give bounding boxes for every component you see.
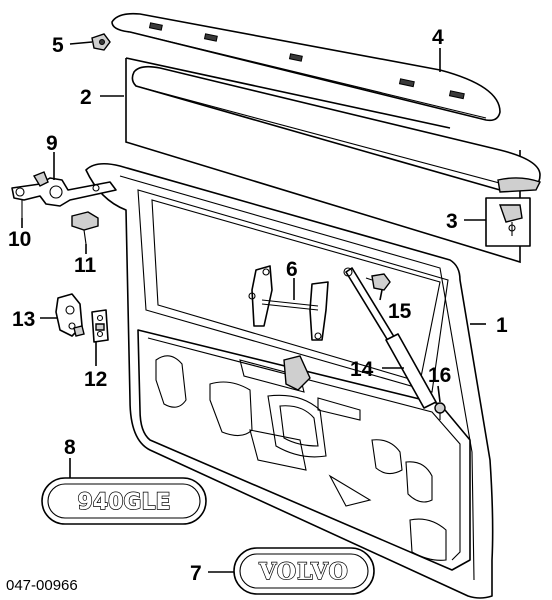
callout-8: 8 bbox=[64, 436, 76, 459]
linkage-part-6 bbox=[248, 265, 329, 341]
callout-2: 2 bbox=[80, 86, 92, 109]
callout-10: 10 bbox=[8, 228, 31, 251]
model-badge-text: 940GLE bbox=[77, 490, 170, 515]
fitting-part-15 bbox=[365, 273, 391, 291]
callout-16: 16 bbox=[428, 364, 451, 387]
clip-part-5 bbox=[91, 33, 111, 51]
callout-6: 6 bbox=[286, 258, 298, 281]
callout-labels: 1 2 3 4 5 6 7 8 9 10 11 12 13 14 15 16 bbox=[8, 26, 508, 585]
callout-7: 7 bbox=[190, 562, 202, 585]
gas-strut-part-14 bbox=[343, 267, 437, 409]
callout-12: 12 bbox=[84, 368, 107, 391]
striker-part-12 bbox=[91, 309, 109, 343]
callout-5: 5 bbox=[52, 34, 64, 57]
clip-part-3 bbox=[485, 197, 531, 247]
callout-4: 4 bbox=[432, 26, 444, 49]
bracket-part-11 bbox=[71, 211, 99, 245]
callout-3: 3 bbox=[446, 210, 458, 233]
spoiler-part-4 bbox=[111, 12, 501, 122]
hinge-part-9-10 bbox=[11, 171, 117, 218]
callout-15: 15 bbox=[388, 300, 412, 323]
reference-number: 047-00966 bbox=[6, 577, 78, 594]
callout-9: 9 bbox=[46, 132, 58, 155]
callout-11: 11 bbox=[74, 254, 97, 277]
brand-badge-text: VOLVO bbox=[258, 559, 349, 585]
brand-badge-part-7: VOLVO bbox=[233, 547, 375, 595]
leader-lines bbox=[21, 41, 486, 573]
ball-stud-part-16 bbox=[434, 402, 446, 420]
callout-14: 14 bbox=[350, 358, 374, 381]
tailgate-part-1 bbox=[85, 162, 494, 599]
callout-13: 13 bbox=[12, 308, 35, 331]
lock-part-13 bbox=[55, 293, 85, 337]
model-badge-part-8: 940GLE bbox=[41, 477, 207, 525]
callout-1: 1 bbox=[496, 314, 508, 337]
